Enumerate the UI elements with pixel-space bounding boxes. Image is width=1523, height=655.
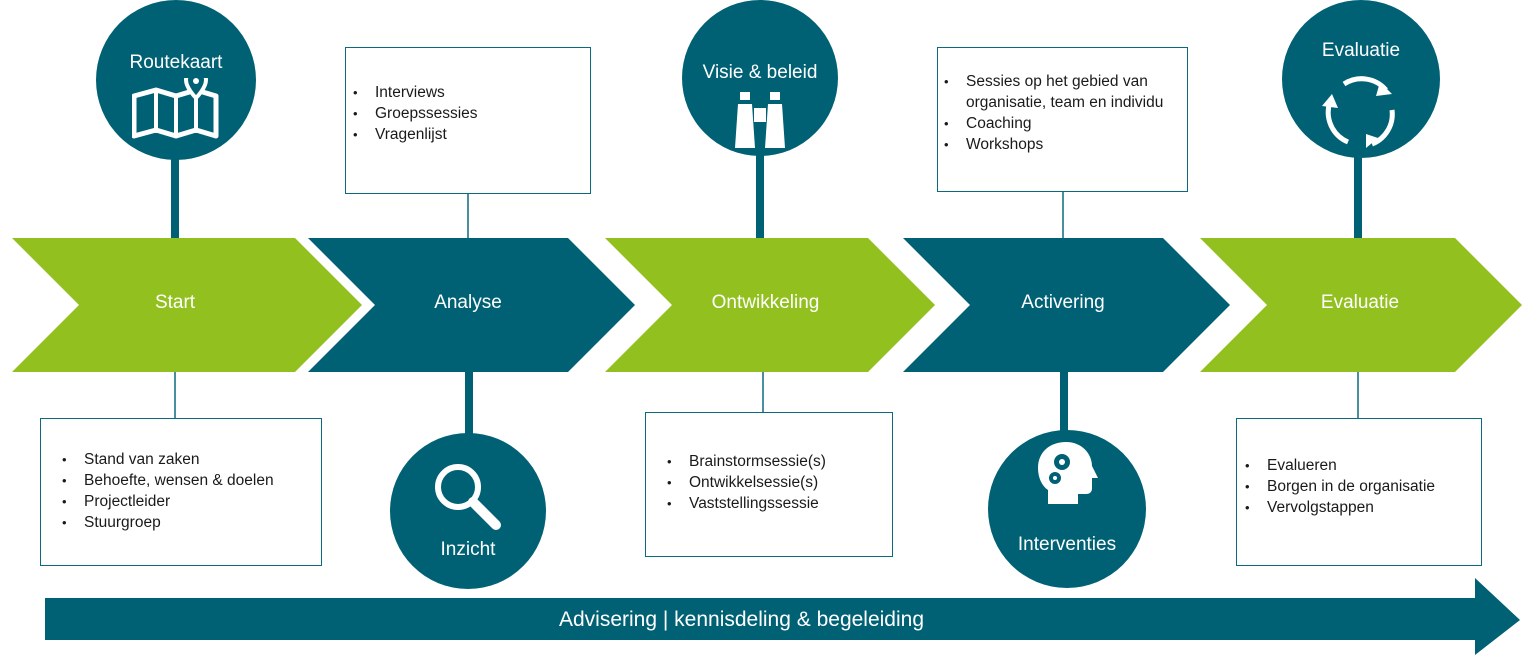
- circle-title-evaluatie: Evaluatie: [1321, 40, 1401, 61]
- list-item: Evalueren: [1242, 455, 1475, 476]
- list-item: Vaststellingssessie: [664, 493, 886, 514]
- box-evaluatie: Evalueren Borgen in de organisatie Vervo…: [1236, 418, 1482, 566]
- list-item: Borgen in de organisatie: [1242, 476, 1475, 497]
- list-item: Interviews: [350, 82, 590, 103]
- circle-inzicht: Inzicht: [390, 433, 546, 589]
- connector-evaluatie-circle: [1354, 150, 1362, 240]
- stage-label-analyse: Analyse: [434, 292, 502, 313]
- box-start: Stand van zaken Behoefte, wensen & doele…: [40, 418, 322, 566]
- chevron-analyse: [308, 238, 635, 372]
- list-item: Behoefte, wensen & doelen: [59, 470, 315, 491]
- list-item: Workshops: [941, 134, 1179, 155]
- box-ontwikkeling-list: Brainstormsessie(s) Ontwikkelsessie(s) V…: [664, 451, 886, 514]
- list-item: Stuurgroep: [59, 512, 315, 533]
- bottom-arrow: [45, 578, 1520, 655]
- list-item: Vragenlijst: [350, 124, 590, 145]
- chevron-evaluatie: [1200, 238, 1522, 372]
- stage-label-evaluatie: Evaluatie: [1320, 292, 1400, 313]
- circle-title-routekaart: Routekaart: [129, 52, 223, 73]
- binoculars-icon: [735, 92, 785, 148]
- box-analyse: Interviews Groepssessies Vragenlijst: [345, 47, 591, 194]
- stage-label-ontwikkeling: Ontwikkeling: [711, 292, 820, 313]
- list-item: Sessies op het gebied van organisatie, t…: [941, 71, 1179, 113]
- circle-evaluatie: Evaluatie: [1282, 0, 1440, 158]
- connector-inzicht-circle: [465, 370, 473, 440]
- circle-interventies: Interventies: [988, 430, 1146, 588]
- bottom-arrow-label: Advisering | kennisdeling & begeleiding: [558, 608, 925, 631]
- connector-visie-circle: [756, 150, 764, 240]
- box-evaluatie-list: Evalueren Borgen in de organisatie Vervo…: [1242, 455, 1475, 518]
- list-item: Ontwikkelsessie(s): [664, 472, 886, 493]
- list-item: Groepssessies: [350, 103, 590, 124]
- chevron-ontwikkeling: [605, 238, 935, 372]
- cycle-arrows-icon: [1322, 76, 1395, 148]
- box-analyse-list: Interviews Groepssessies Vragenlijst: [350, 82, 590, 145]
- list-item: Stand van zaken: [59, 449, 315, 470]
- circle-title-interventies: Interventies: [1017, 534, 1117, 555]
- circle-visie-beleid: Visie & beleid: [682, 0, 838, 156]
- list-item: Vervolgstappen: [1242, 497, 1475, 518]
- list-item: Brainstormsessie(s): [664, 451, 886, 472]
- connector-interventies-circle: [1060, 370, 1068, 440]
- connector-routekaart-circle: [171, 150, 179, 240]
- chevron-activering: [903, 238, 1230, 372]
- head-gears-icon: [1038, 442, 1098, 504]
- box-activering-list: Sessies op het gebied van organisatie, t…: [941, 71, 1179, 155]
- box-start-list: Stand van zaken Behoefte, wensen & doele…: [59, 449, 315, 533]
- stage-label-start: Start: [154, 292, 196, 313]
- stage-label-activering: Activering: [1021, 292, 1105, 313]
- circle-title-visie-beleid: Visie & beleid: [702, 62, 818, 83]
- circle-title-inzicht: Inzicht: [440, 539, 496, 560]
- circle-routekaart: Routekaart: [96, 0, 256, 160]
- map-icon: [132, 78, 219, 139]
- list-item: Projectleider: [59, 491, 315, 512]
- box-ontwikkeling: Brainstormsessie(s) Ontwikkelsessie(s) V…: [645, 412, 893, 557]
- box-activering: Sessies op het gebied van organisatie, t…: [937, 47, 1188, 192]
- list-item: Coaching: [941, 113, 1179, 134]
- chevron-start: [12, 238, 362, 372]
- magnifier-icon: [435, 464, 501, 530]
